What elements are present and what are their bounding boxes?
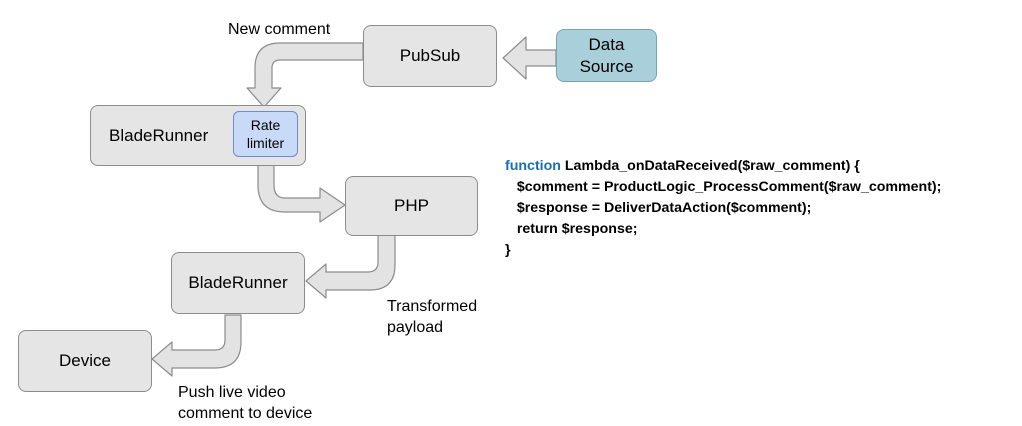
lambda-code-snippet: function Lambda_onDataReceived($raw_comm…: [505, 156, 941, 261]
code-line-3: $response = DeliverDataAction($comment);: [505, 200, 812, 216]
arrow-bladerunner-to-device: [151, 314, 242, 377]
new-comment-label: New comment: [228, 21, 331, 38]
php-label: PHP: [394, 196, 429, 215]
php-node: PHP: [345, 176, 478, 236]
bladerunner-bottom-label: BladeRunner: [188, 273, 288, 292]
code-keyword-function: function: [505, 158, 561, 174]
transformed-payload-label: Transformed payload: [387, 298, 478, 336]
bladerunner-bottom-node: BladeRunner: [171, 252, 305, 314]
arrow-php-to-bladerunner: [305, 234, 396, 299]
code-line-4: return $response;: [505, 221, 638, 237]
code-line-2: $comment = ProductLogic_ProcessComment($…: [505, 179, 942, 195]
bladerunner-top-label: BladeRunner: [109, 125, 209, 145]
pubsub-label: PubSub: [399, 46, 461, 65]
rate-limiter-label: Rate limiter: [246, 117, 285, 151]
rate-limiter-node: Rate limiter: [233, 111, 298, 157]
device-label: Device: [59, 351, 111, 370]
code-line-5: }: [505, 242, 511, 258]
data-source-label: Data Source: [579, 34, 634, 76]
code-line-1: Lambda_onDataReceived($raw_comment) {: [560, 158, 860, 174]
device-node: Device: [18, 330, 152, 392]
pubsub-node: PubSub: [363, 25, 497, 87]
arrow-pubsub-to-bladerunner: [246, 42, 364, 108]
push-comment-label: Push live video comment to device: [178, 384, 313, 422]
arrow-datasource-to-pubsub: [502, 36, 557, 80]
data-source-node: Data Source: [556, 29, 657, 82]
arrow-limiter-to-php: [257, 155, 346, 223]
